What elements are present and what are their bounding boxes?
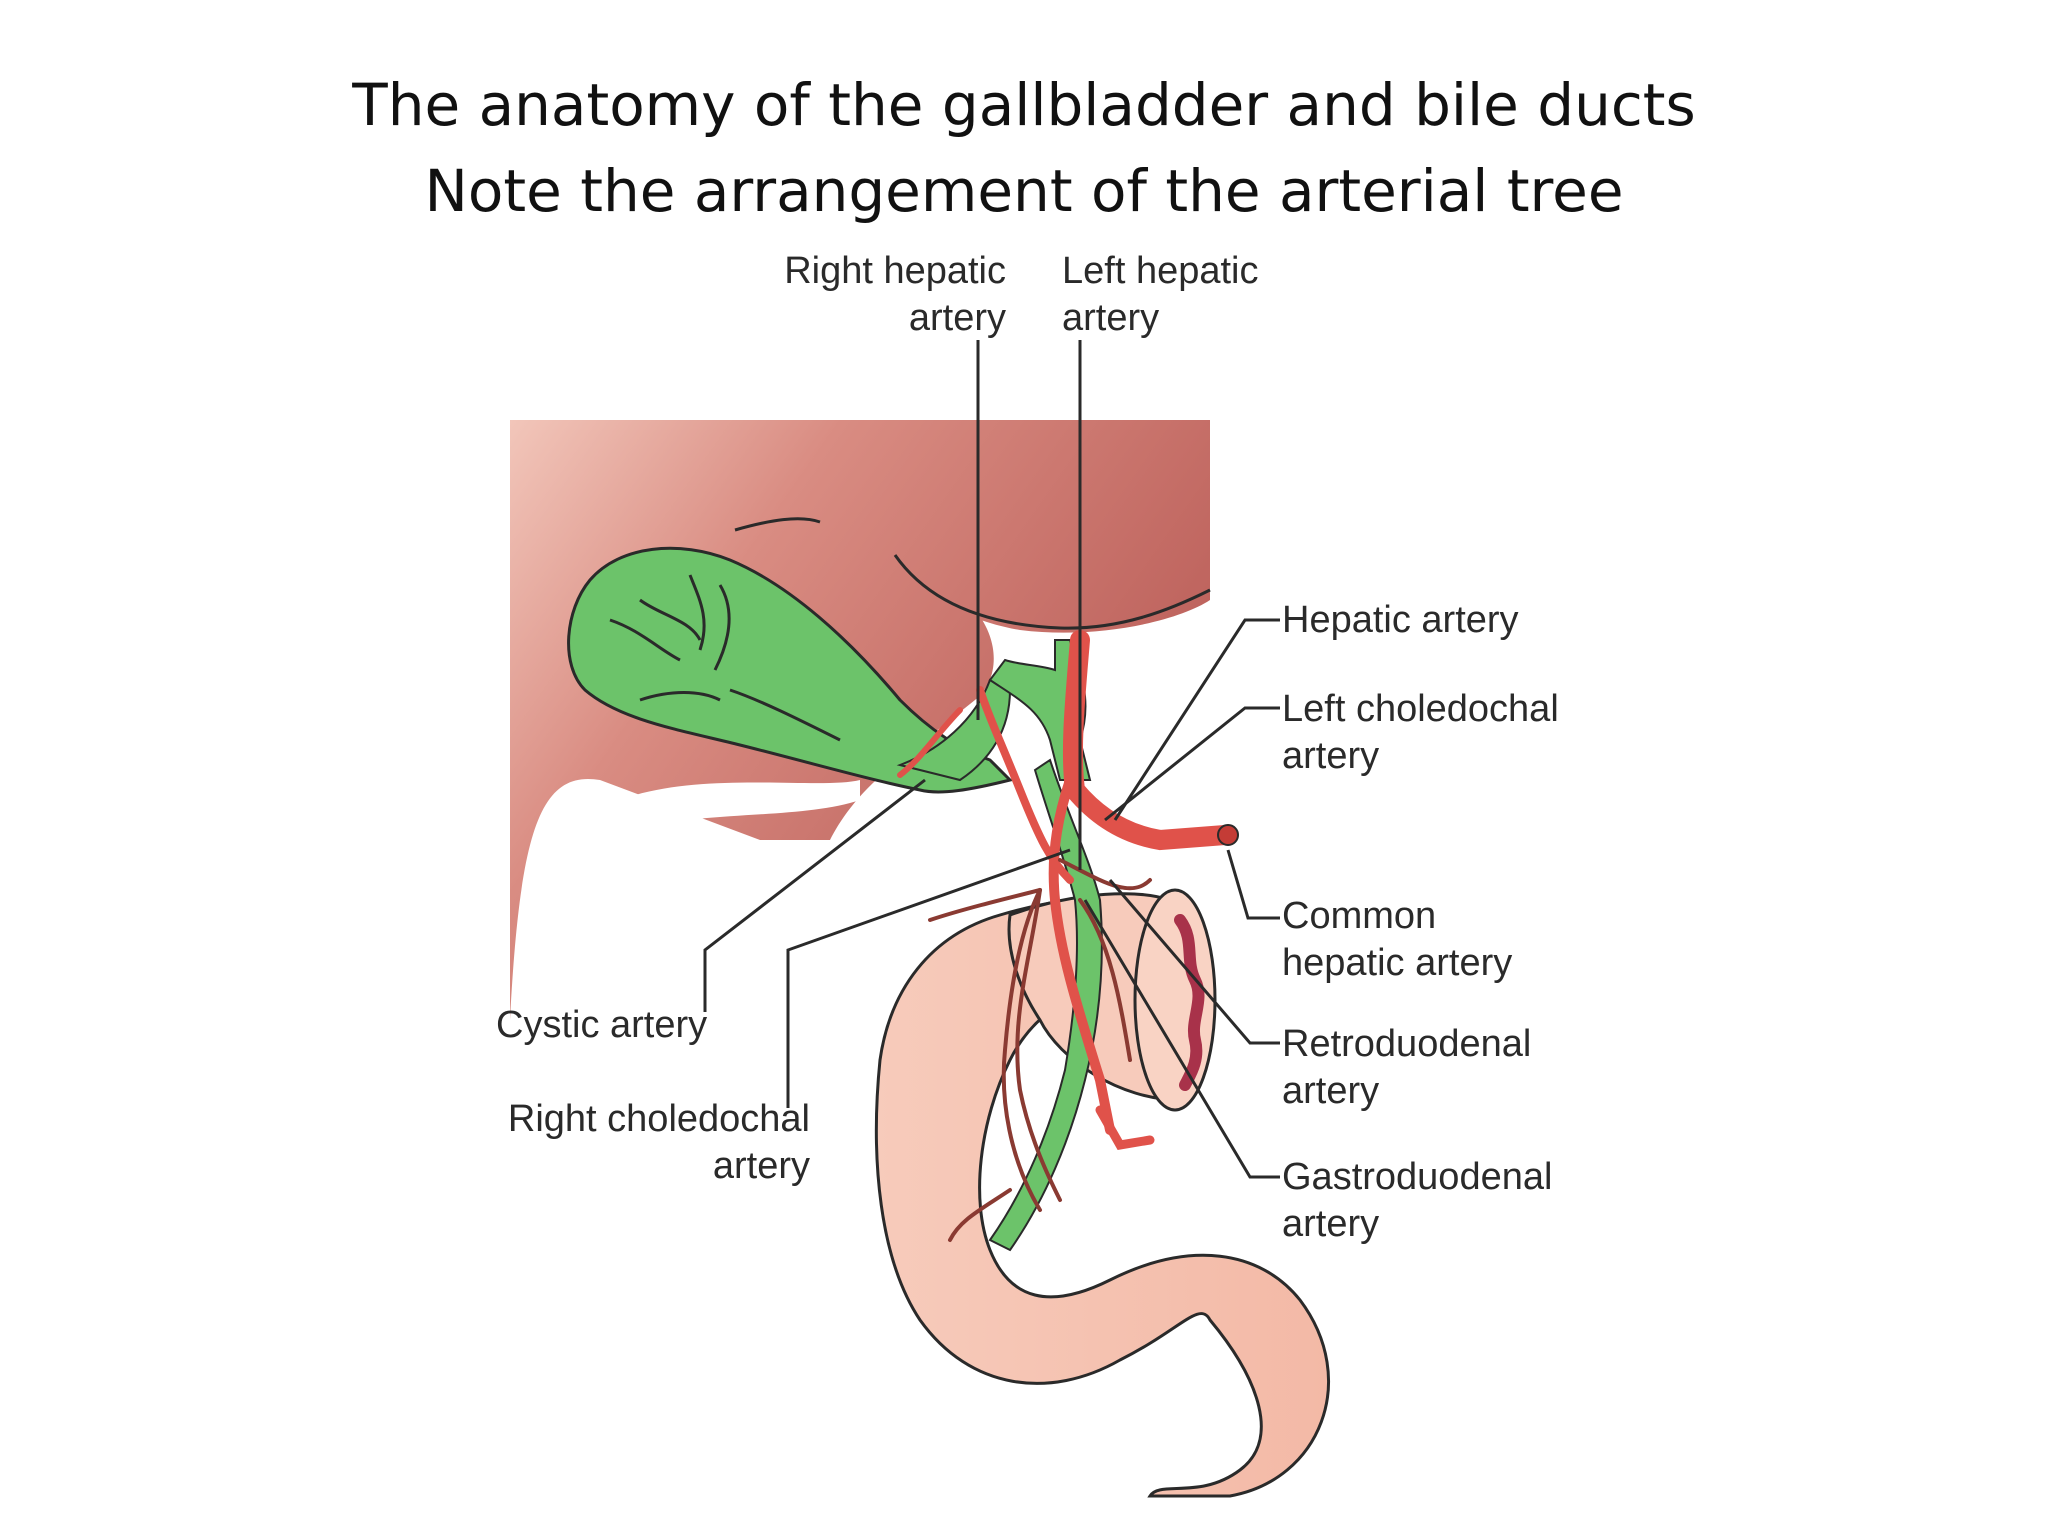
gallbladder-vessels <box>609 574 841 742</box>
common-hepatic-artery-cut <box>1217 824 1239 846</box>
cystic-leader <box>703 778 926 1012</box>
right-hepatic-artery <box>976 686 1074 884</box>
label-gastroduodenal-artery: Gastroduodenal artery <box>1282 1156 1553 1245</box>
gastroduodenal-leader <box>1083 899 1280 1179</box>
common-hepatic-artery <box>1062 630 1235 851</box>
label-retroduodenal-artery: Retroduodenal artery <box>1282 1023 1532 1112</box>
cystic-artery <box>897 707 963 778</box>
leader-lines <box>703 340 1280 1179</box>
duodenum-loop <box>874 894 1331 1498</box>
label-right-hepatic-artery: Right hepatic artery <box>784 250 1006 339</box>
label-cystic-artery: Cystic artery <box>496 1004 708 1046</box>
liver-fissure-line <box>734 517 821 532</box>
liver-notch <box>510 780 860 1020</box>
title-line-1: The anatomy of the gallbladder and bile … <box>352 71 1696 139</box>
label-hepatic-artery: Hepatic artery <box>1282 599 1519 641</box>
label-right-choledochal-artery: Right choledochal artery <box>507 1098 810 1187</box>
label-common-hepatic-artery: Common hepatic artery <box>1282 895 1513 984</box>
label-left-hepatic-artery: Left hepatic artery <box>1062 250 1259 339</box>
arterial-tree <box>897 630 1239 1242</box>
biliary-tree <box>567 546 1103 1252</box>
right-choledochal-leader <box>786 848 1071 1108</box>
liver-edge-line <box>893 554 1211 630</box>
common-bile-duct <box>988 758 1103 1252</box>
duodenum <box>874 888 1331 1498</box>
gastroduodenal-branch <box>1095 1105 1155 1150</box>
gastroduodenal-artery <box>1048 775 1115 1135</box>
duodenum-lumen <box>1174 914 1205 1091</box>
left-choledochal-leader <box>1104 706 1280 822</box>
label-left-choledochal-artery: Left choledochal artery <box>1282 688 1559 777</box>
common-hepatic-leader <box>1226 849 1280 920</box>
gallbladder <box>567 546 1013 794</box>
hepatic-leader <box>1113 618 1280 821</box>
slide-title: The anatomy of the gallbladder and bile … <box>0 62 2048 234</box>
retroduodenal-leader <box>1108 879 1280 1045</box>
title-line-2: Note the arrangement of the arterial tre… <box>424 157 1624 225</box>
